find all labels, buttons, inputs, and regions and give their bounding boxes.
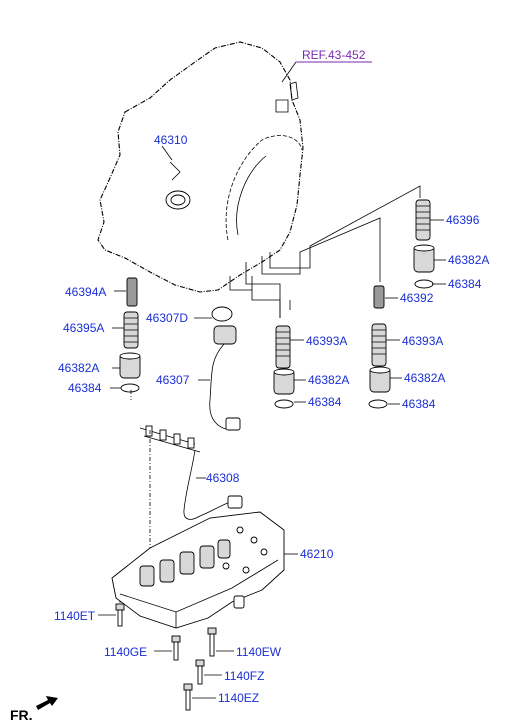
label-46210: 46210 [300, 547, 334, 561]
spring-46393A-middle [275, 325, 291, 369]
label-1140EW: 1140EW [236, 645, 282, 659]
accumulator-piston-46382A-right-top [413, 244, 435, 273]
label-46394A: 46394A [65, 285, 106, 299]
label-46384-left: 46384 [68, 381, 102, 395]
label-1140ET: 1140ET [54, 609, 96, 623]
spring-46396 [415, 199, 431, 241]
bolt-1140GE [171, 635, 181, 661]
accumulator-piston-46382A-left [119, 352, 141, 379]
spring-46395A [123, 311, 139, 349]
reference-label[interactable]: REF.43-452 [302, 48, 366, 62]
bolt-1140EW [207, 627, 217, 657]
label-46382A-left: 46382A [58, 361, 99, 375]
label-46384-right: 46384 [402, 397, 436, 411]
front-arrow-icon [36, 696, 58, 710]
wire-harness-46308 [139, 425, 243, 520]
spring-46393A-right [371, 323, 387, 367]
connector-harness-46307 [209, 325, 241, 431]
label-46310: 46310 [154, 133, 188, 147]
o-ring-46384-right-top [414, 279, 434, 289]
label-46307: 46307 [156, 373, 190, 387]
label-1140FZ: 1140FZ [224, 669, 264, 683]
bolt-1140FZ [195, 659, 205, 685]
label-46395A: 46395A [63, 321, 104, 335]
leader-lines [98, 145, 446, 699]
bolt-1140ET [115, 603, 125, 627]
o-ring-46384-right [368, 399, 388, 409]
label-46396: 46396 [446, 213, 480, 227]
label-46382A-right: 46382A [404, 371, 445, 385]
o-ring-46384-left [120, 383, 140, 393]
label-46392: 46392 [400, 291, 434, 305]
label-46382A-right-top: 46382A [448, 253, 489, 267]
label-46384-right-top: 46384 [448, 277, 482, 291]
label-46384-middle: 46384 [308, 395, 342, 409]
front-label: FR. [10, 707, 33, 723]
label-46308: 46308 [206, 471, 240, 485]
bolt-1140EZ [183, 683, 193, 711]
accumulator-piston-46382A-right [369, 366, 391, 393]
label-46307D: 46307D [146, 311, 188, 325]
valve-body-46210 [111, 511, 285, 629]
label-1140EZ: 1140EZ [218, 691, 259, 705]
o-ring-46307D [211, 306, 233, 322]
spring-46392 [373, 285, 385, 309]
label-46393A-middle: 46393A [306, 334, 347, 348]
transmission-case [97, 41, 304, 293]
spring-46394A [126, 277, 138, 307]
accumulator-piston-46382A-middle [273, 368, 295, 395]
front-direction-indicator: FR. [10, 696, 58, 723]
o-ring-46384-middle [274, 399, 294, 409]
label-46382A-middle: 46382A [308, 373, 349, 387]
label-46393A-right: 46393A [402, 334, 443, 348]
passage-lines [229, 185, 421, 318]
label-1140GE: 1140GE [104, 645, 147, 659]
